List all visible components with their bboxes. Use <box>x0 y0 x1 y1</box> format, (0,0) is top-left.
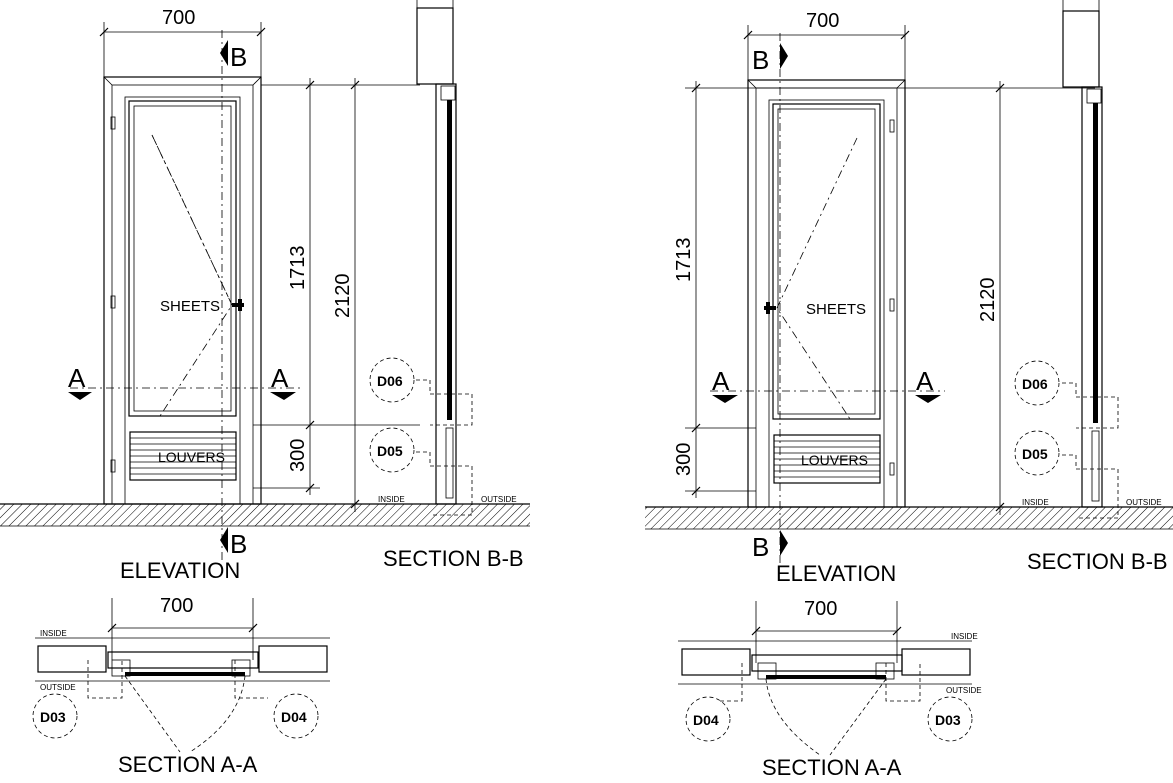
louver-slats <box>130 437 236 475</box>
louver-label: LOUVERS <box>801 452 868 468</box>
louver-label: LOUVERS <box>158 449 225 465</box>
tag-d05: D05 <box>1022 446 1048 462</box>
door-elevation: SHEETS LOUVERS 700 1713 2120 300 A A <box>673 10 1095 586</box>
section-aa-title: SECTION A-A <box>118 752 258 777</box>
outside-label: OUTSIDE <box>481 495 517 504</box>
aa-inside-label: INSIDE <box>40 629 67 638</box>
aa-outside-label: OUTSIDE <box>40 683 76 692</box>
glass-label: SHEETS <box>806 301 866 318</box>
tag-d04: D04 <box>281 709 307 725</box>
section-a-a: 700 D04 D03 INSIDE OUTSIDE SECTION A-A <box>678 598 982 780</box>
inside-label: INSIDE <box>378 495 405 504</box>
aa-inside-label: INSIDE <box>951 632 978 641</box>
door-handle-icon <box>764 302 776 314</box>
drawing-set-right: SHEETS LOUVERS 700 1713 2120 300 A A <box>645 0 1173 780</box>
cut-b-bottom: B <box>752 532 769 562</box>
louver-height-dimension: 300 <box>673 443 695 476</box>
louver-height-dimension: 300 <box>287 439 309 472</box>
section-bb-title: SECTION B-B <box>383 546 524 571</box>
aa-outside-label: OUTSIDE <box>946 686 982 695</box>
tag-d04: D04 <box>693 712 719 728</box>
drawing-set-left: SHEETS LOUVERS 700 1713 2120 300 <box>0 0 530 777</box>
section-b-b: D06 D05 INSIDE OUTSIDE SECTION B-B <box>1014 0 1168 574</box>
tag-d06: D06 <box>377 373 403 389</box>
cut-b-top: B <box>752 45 769 75</box>
floor-line <box>645 506 1173 530</box>
tag-d06: D06 <box>1022 376 1048 392</box>
width-dimension: 700 <box>806 10 839 32</box>
aa-width-dimension: 700 <box>804 598 837 620</box>
section-aa-title: SECTION A-A <box>762 755 902 780</box>
height-dimension: 2120 <box>332 274 354 319</box>
cut-a-left: A <box>712 366 730 396</box>
height-dimension: 2120 <box>977 278 999 323</box>
cut-a-right: A <box>271 363 289 393</box>
glass-height-dimension: 1713 <box>673 238 695 283</box>
section-bb-title: SECTION B-B <box>1027 549 1168 574</box>
glass-height-dimension: 1713 <box>287 246 309 291</box>
tag-d05: D05 <box>377 443 403 459</box>
door-elevation: SHEETS LOUVERS 700 1713 2120 300 <box>68 7 420 583</box>
tag-d03: D03 <box>935 712 961 728</box>
glass-label: SHEETS <box>160 298 220 315</box>
aa-width-dimension: 700 <box>160 595 193 617</box>
outside-label: OUTSIDE <box>1126 498 1162 507</box>
section-b-b: D06 D05 INSIDE OUTSIDE SECTION B-B <box>369 0 524 571</box>
cut-a-left: A <box>68 363 86 393</box>
door-handle-icon <box>232 299 244 311</box>
cut-b-top: B <box>230 42 247 72</box>
width-dimension: 700 <box>162 7 195 29</box>
elevation-title: ELEVATION <box>120 558 240 583</box>
inside-label: INSIDE <box>1022 498 1049 507</box>
louver-slats <box>774 440 880 478</box>
cut-a-right: A <box>916 366 934 396</box>
tag-d03: D03 <box>40 709 66 725</box>
cut-b-bottom: B <box>230 529 247 559</box>
elevation-title: ELEVATION <box>776 561 896 586</box>
section-a-a: 700 D03 D04 INSIDE OUTSIDE SECTION A-A <box>32 595 330 777</box>
